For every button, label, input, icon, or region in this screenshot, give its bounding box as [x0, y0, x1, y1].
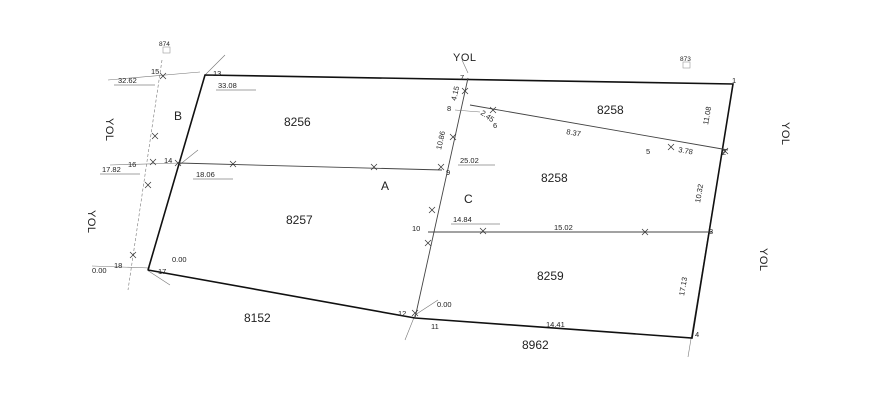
dim-11-08: 11.08 — [701, 106, 713, 126]
parcel-8256: 8256 — [284, 115, 311, 129]
parcel-8259: 8259 — [537, 269, 564, 283]
dim-0-00-left: 0.00 — [92, 266, 107, 275]
dim-32-62: 32.62 — [118, 76, 137, 85]
parcel-8152: 8152 — [244, 311, 271, 325]
tie-line-5-8 — [454, 109, 481, 113]
point-17: 17 — [158, 267, 166, 276]
marker-5b — [667, 143, 675, 151]
dim-33-08: 33.08 — [218, 81, 237, 90]
marker-a2 — [370, 163, 378, 171]
tie-line-11 — [404, 314, 416, 341]
tie-line-18 — [91, 265, 151, 269]
dim-10-86: 10.86 — [434, 130, 447, 150]
dim-14-84: 14.84 — [453, 215, 472, 224]
point-11: 11 — [431, 322, 439, 331]
ref-box-874 — [162, 46, 171, 54]
dim-0-00-bottom: 0.00 — [437, 300, 452, 309]
marker-12 — [411, 309, 419, 317]
tie-line-13 — [204, 54, 226, 76]
point-3: 3 — [709, 227, 713, 236]
ref-box-873 — [682, 61, 691, 69]
point-12: 12 — [398, 309, 406, 318]
road-label-right-lower: YOL — [757, 248, 769, 272]
point-4: 4 — [695, 330, 699, 339]
dim-0-00-top: 0.00 — [172, 255, 187, 264]
point-8: 8 — [447, 104, 451, 113]
survey-markers — [129, 72, 729, 317]
dim-17-13: 17.13 — [677, 276, 689, 296]
point-1: 1 — [732, 76, 736, 85]
point-14: 14 — [164, 156, 172, 165]
marker-b2 — [144, 181, 152, 189]
parcel-8962: 8962 — [522, 338, 549, 352]
marker-2 — [721, 147, 729, 155]
inner-line-14-9 — [177, 162, 443, 171]
marker-b1 — [151, 132, 159, 140]
dim-3-78: 3.78 — [678, 145, 694, 156]
road-label-right-upper: YOL — [779, 122, 791, 146]
dim-17-82: 17.82 — [102, 165, 121, 174]
marker-16 — [149, 158, 157, 166]
area-a-label: A — [381, 179, 389, 193]
marker-8 — [461, 87, 469, 95]
marker-c2 — [428, 206, 436, 214]
dim-8-37: 8.37 — [566, 127, 582, 138]
marker-15 — [159, 72, 167, 80]
marker-14 — [174, 159, 182, 167]
road-label-left-lower: YOL — [85, 210, 97, 234]
point-10: 10 — [412, 224, 420, 233]
point-13: 13 — [213, 69, 221, 78]
point-7: 7 — [460, 73, 464, 82]
marker-10 — [424, 239, 432, 247]
parcel-boundary — [147, 74, 734, 339]
marker-c1 — [449, 133, 457, 141]
point-15: 15 — [151, 67, 159, 76]
road-label-top: YOL — [453, 52, 477, 64]
area-b-label: B — [174, 109, 182, 123]
point-874: 874 — [159, 41, 170, 48]
point-18: 18 — [114, 261, 122, 270]
marker-a1 — [229, 160, 237, 168]
tie-line-15 — [107, 71, 201, 81]
point-2: 2 — [722, 148, 726, 157]
marker-5 — [489, 106, 497, 114]
point-6: 6 — [493, 121, 497, 130]
parcel-8258-north: 8258 — [597, 103, 624, 117]
dim-4-15: 4.15 — [449, 85, 461, 101]
dim-18-06: 18.06 — [196, 170, 215, 179]
dim-10-32: 10.32 — [693, 183, 705, 203]
parcel-8257: 8257 — [286, 213, 313, 227]
dim-25-02: 25.02 — [460, 156, 479, 165]
tie-line-17 — [146, 269, 171, 286]
road-label-left-upper: YOL — [103, 118, 115, 142]
tie-line-7 — [461, 59, 469, 74]
inner-line-7-11 — [414, 77, 469, 319]
dim-15-02: 15.02 — [554, 223, 573, 232]
parcel-8258-south: 8258 — [541, 171, 568, 185]
inner-line-5-2 — [469, 104, 729, 151]
left-road-line — [127, 59, 163, 291]
point-9: 9 — [446, 168, 450, 177]
marker-10b — [479, 227, 487, 235]
marker-9 — [437, 163, 445, 171]
tie-line-16 — [109, 162, 181, 166]
dim-14-41: 14.41 — [546, 320, 565, 329]
point-16: 16 — [128, 160, 136, 169]
marker-18 — [129, 251, 137, 259]
marker-3b — [641, 228, 649, 236]
point-5: 5 — [646, 147, 650, 156]
area-c-label: C — [464, 192, 473, 206]
point-873: 873 — [680, 56, 691, 63]
tie-line-12 — [414, 299, 439, 316]
